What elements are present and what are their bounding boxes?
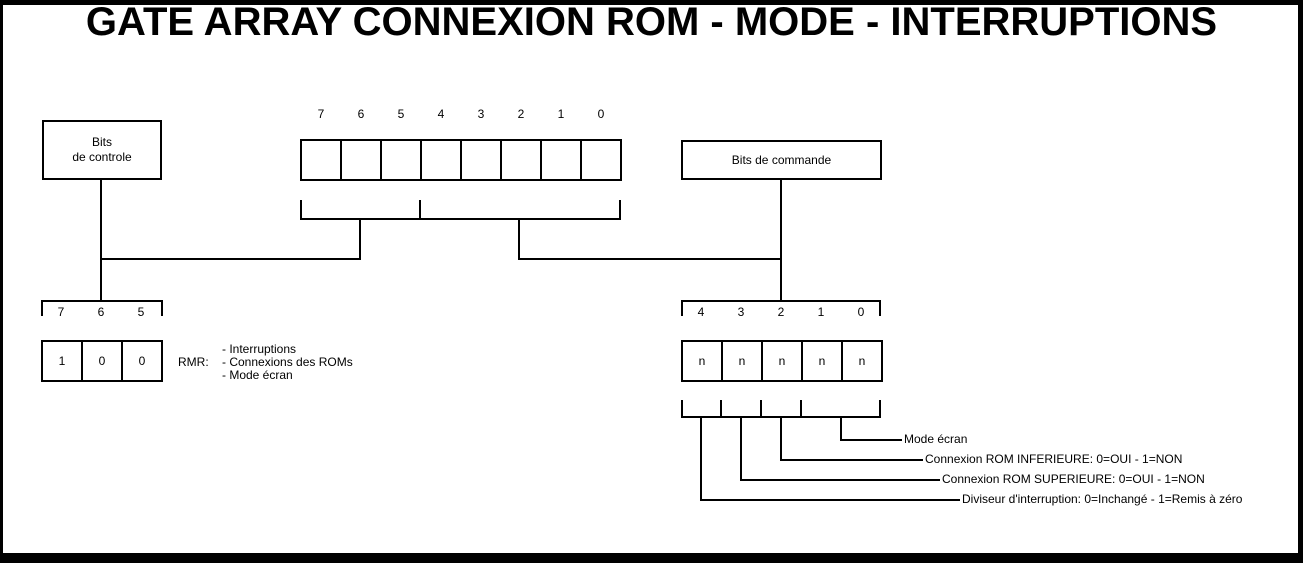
bit-number-label: 3 (477, 107, 485, 121)
register-bit-cell (582, 141, 620, 179)
rmr-register-bit-numbers: 7 6 5 (41, 305, 161, 319)
bit-number-label: 2 (517, 107, 525, 121)
rmr-bracket-horizontal (41, 300, 163, 302)
mode-ecran-leader-line (840, 439, 902, 441)
command-register-bit-numbers: 4 3 2 1 0 (681, 305, 881, 319)
rom-inferieure-drop-line (780, 418, 782, 461)
register-bit-cell: 0 (83, 342, 123, 380)
bit-number-label: 6 (357, 107, 365, 121)
command-connector-vertical (780, 180, 782, 302)
command-bits-box: Bits de commande (681, 140, 882, 180)
bit-number-label: 3 (737, 305, 745, 319)
bit-number-label: 4 (437, 107, 445, 121)
control-connector-vertical (100, 180, 102, 302)
control-bits-box: Bits de controle (42, 120, 162, 180)
control-bits-label-line1: Bits (91, 135, 112, 149)
bit-number-label: 6 (97, 305, 105, 319)
rom-inferieure-leader-line (780, 459, 923, 461)
frame-border-right (1298, 0, 1303, 563)
main-bracket-tick-left (300, 200, 302, 220)
register-bit-cell (462, 141, 502, 179)
frame-border-left (0, 0, 3, 563)
mode-ecran-label: Mode écran (904, 432, 968, 446)
bit-number-label: 0 (597, 107, 605, 121)
rmr-bracket-tick-left (41, 300, 43, 316)
rom-superieure-leader-line (740, 479, 940, 481)
main-bracket-tick-middle (419, 200, 421, 220)
bit-number-label: 5 (137, 305, 145, 319)
rmr-label: RMR: (178, 355, 209, 369)
page-title: GATE ARRAY CONNEXION ROM - MODE - INTERR… (85, 0, 1218, 44)
command-bracket-tick-left (681, 300, 683, 316)
comb-tick-2 (720, 400, 722, 418)
diviseur-leader-line (700, 499, 960, 501)
command-connector-horizontal (518, 258, 782, 260)
main-register-bit-numbers: 7 6 5 4 3 2 1 0 (301, 107, 621, 121)
mode-ecran-drop-line (840, 418, 842, 441)
register-bit-cell (502, 141, 542, 179)
register-bit-cell: n (723, 342, 763, 380)
register-bit-cell (302, 141, 342, 179)
main-bracket-tick-right (619, 200, 621, 220)
register-bit-cell: n (763, 342, 803, 380)
rom-superieure-label: Connexion ROM SUPERIEURE: 0=OUI - 1=NON (942, 472, 1205, 486)
command-bracket-tick-right (879, 300, 881, 316)
register-bit-cell: n (858, 354, 866, 368)
register-bit-cell (342, 141, 382, 179)
register-bit-cell: n (803, 342, 843, 380)
rmr-bracket-tick-right (161, 300, 163, 316)
frame-border-bottom (0, 553, 1303, 563)
main-register (300, 139, 622, 181)
bit-number-label: 2 (777, 305, 785, 319)
bit-number-label: 1 (817, 305, 825, 319)
comb-horizontal (681, 416, 881, 418)
bit-number-label: 5 (397, 107, 405, 121)
bit-number-label: 4 (697, 305, 705, 319)
rom-superieure-drop-line (740, 418, 742, 481)
bit-number-label: 0 (857, 305, 865, 319)
register-bit-cell: 1 (43, 342, 83, 380)
rmr-list-item: - Connexions des ROMs (222, 355, 353, 369)
rmr-function-list: - Interruptions - Connexions des ROMs - … (222, 343, 353, 382)
command-bracket-horizontal (681, 300, 881, 302)
rmr-list-item: - Interruptions (222, 342, 297, 356)
bit-number-label: 7 (57, 305, 65, 319)
command-bits-label: Bits de commande (731, 152, 832, 167)
diviseur-drop-line (700, 418, 702, 501)
comb-tick-5 (879, 400, 881, 418)
register-bit-cell: n (683, 342, 723, 380)
register-bit-cell (382, 141, 422, 179)
register-bit-cell (542, 141, 582, 179)
comb-tick-1 (681, 400, 683, 418)
comb-tick-4 (800, 400, 802, 418)
comb-tick-3 (760, 400, 762, 418)
register-bit-cell: 0 (138, 354, 146, 368)
register-bit-cell (422, 141, 462, 179)
command-register: n n n n n (681, 340, 883, 382)
frame-border-top (0, 0, 1303, 5)
diviseur-label: Diviseur d'interruption: 0=Inchangé - 1=… (962, 492, 1243, 506)
bits75-drop-line (359, 220, 361, 260)
bits40-drop-line (518, 220, 520, 260)
bit-number-label: 1 (557, 107, 565, 121)
rmr-list-item: - Mode écran (222, 368, 293, 382)
control-connector-horizontal (100, 258, 361, 260)
control-bits-label-line2: de controle (72, 150, 132, 164)
main-bracket-horizontal (300, 218, 621, 220)
rmr-register: 1 0 0 (41, 340, 163, 382)
bit-number-label: 7 (317, 107, 325, 121)
rom-inferieure-label: Connexion ROM INFERIEURE: 0=OUI - 1=NON (925, 452, 1183, 466)
